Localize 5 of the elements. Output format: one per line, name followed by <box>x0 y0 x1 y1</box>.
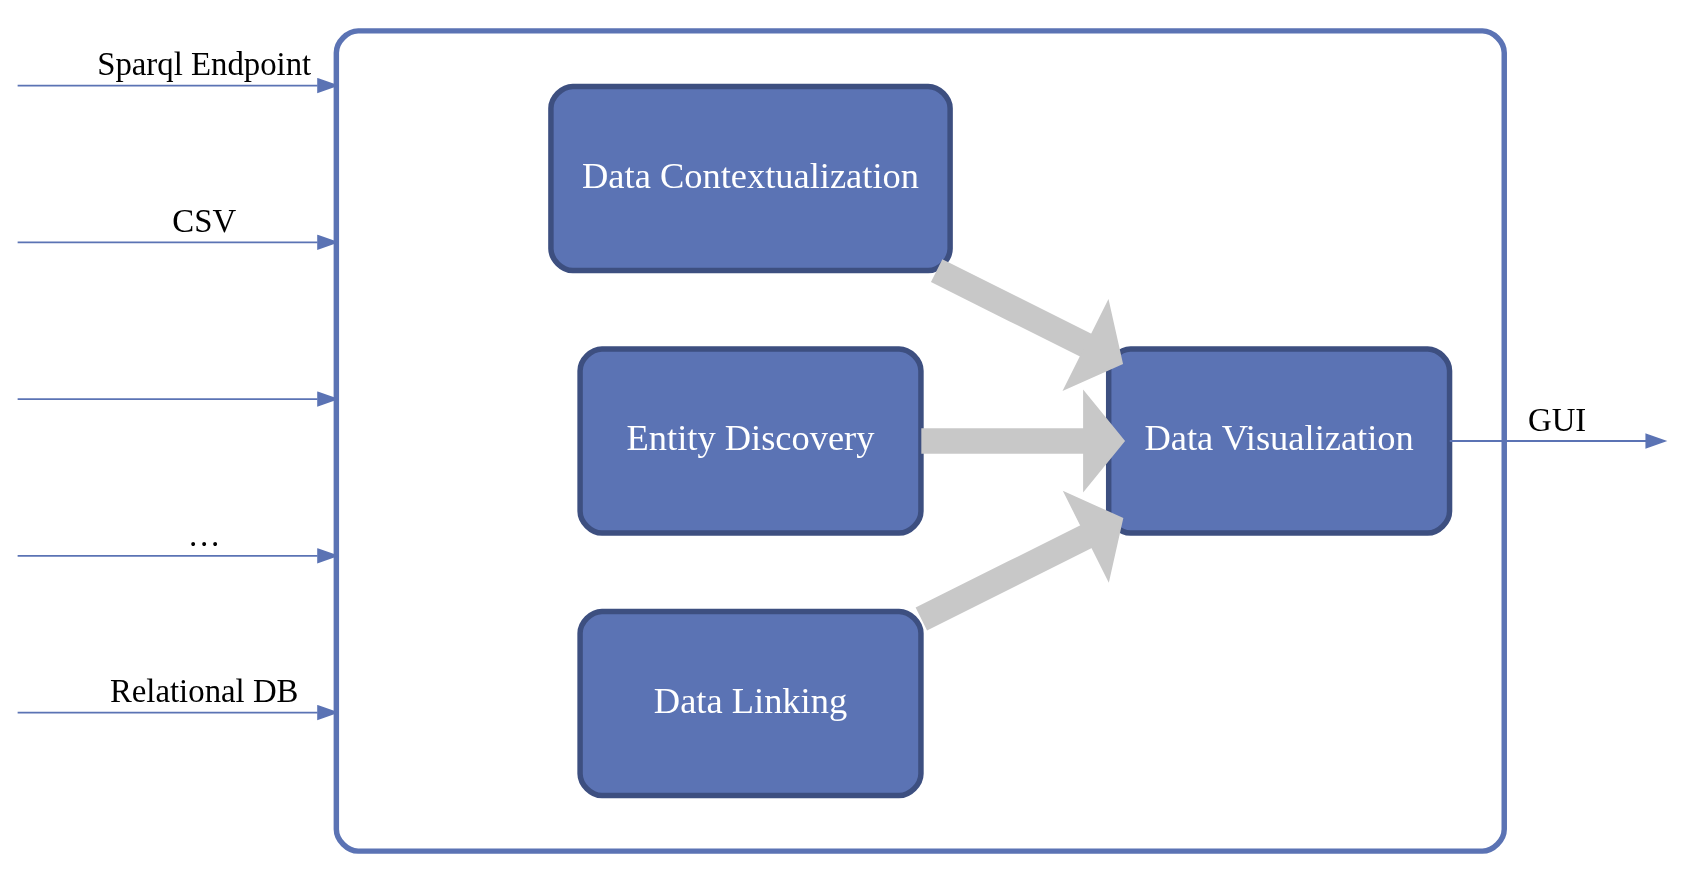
edge-label: … <box>187 516 221 553</box>
edge-label: GUI <box>1527 401 1587 438</box>
edge-label: Relational DB <box>109 672 299 709</box>
edge-label: Sparql Endpoint <box>97 45 312 82</box>
edge-label: CSV <box>172 202 237 239</box>
